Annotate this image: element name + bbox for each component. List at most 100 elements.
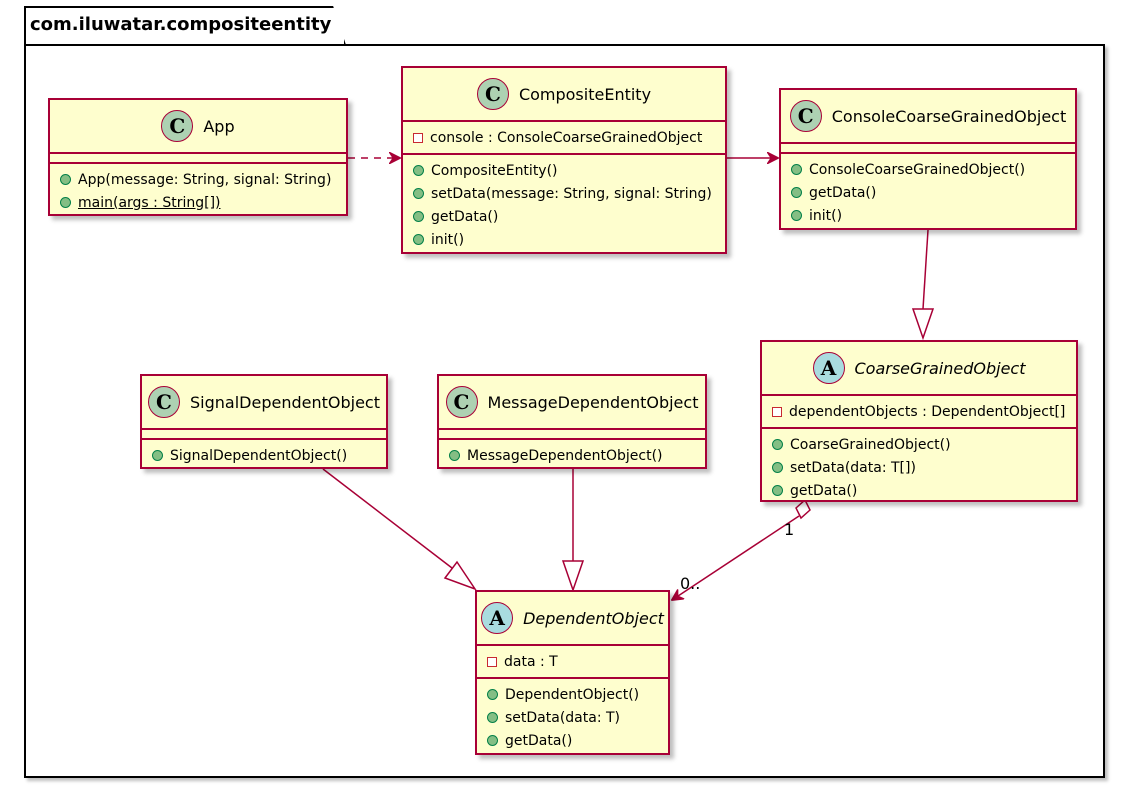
class-header: C CompositeEntity — [403, 68, 725, 122]
class-icon: C — [148, 386, 180, 418]
method-row: SignalDependentObject() — [142, 444, 386, 467]
private-visibility-icon — [772, 406, 782, 417]
multiplicity-source: 1 — [784, 520, 795, 539]
method-text: getData() — [809, 184, 877, 201]
class-dependentobject[interactable]: A DependentObject data : T DependentObject(… — [475, 590, 670, 755]
generalization-edge-signal-dependent — [322, 468, 453, 569]
public-visibility-icon — [60, 197, 71, 208]
generalization-edge-console-coarse — [922, 229, 929, 310]
method-row: getData() — [403, 205, 725, 228]
class-header: A CoarseGrainedObject — [762, 342, 1076, 396]
class-coarsegrainedobject[interactable]: A CoarseGrainedObject dependentObjects : D… — [760, 340, 1078, 502]
public-visibility-icon — [487, 689, 498, 700]
method-row: ConsoleCoarseGrainedObject() — [781, 158, 1075, 181]
public-visibility-icon — [772, 485, 783, 496]
methods-section: CompositeEntity() setData(message: String… — [403, 155, 725, 255]
method-text: setData(data: T[]) — [790, 459, 916, 476]
class-name: App — [203, 116, 235, 136]
method-text: CoarseGrainedObject() — [790, 436, 951, 453]
public-visibility-icon — [60, 174, 71, 185]
method-text: setData(data: T) — [505, 709, 621, 726]
public-visibility-icon — [152, 450, 163, 461]
method-text: getData() — [505, 732, 573, 749]
public-visibility-icon — [791, 210, 802, 221]
package-frame — [24, 44, 1105, 778]
class-compositeentity[interactable]: C CompositeEntity console : ConsoleCoarseG… — [401, 66, 727, 254]
class-name: CompositeEntity — [518, 84, 652, 104]
method-row: setData(data: T) — [477, 706, 668, 729]
class-icon: C — [445, 386, 478, 418]
fields-section — [781, 144, 1075, 154]
method-row: getData() — [781, 181, 1075, 204]
class-name: CoarseGrainedObject — [854, 358, 1026, 378]
public-visibility-icon — [413, 188, 424, 199]
fields-section: dependentObjects : DependentObject[] — [762, 396, 1076, 429]
field-row: console : ConsoleCoarseGrainedObject — [403, 126, 725, 149]
methods-section: MessageDependentObject() — [439, 440, 705, 471]
method-text: getData() — [431, 208, 499, 225]
method-row: setData(data: T[]) — [762, 456, 1076, 479]
class-icon: C — [161, 110, 194, 142]
methods-section: DependentObject() setData(data: T) getData… — [477, 679, 668, 756]
aggregation-diamond — [795, 498, 811, 520]
method-text: ConsoleCoarseGrainedObject() — [809, 161, 1026, 178]
private-visibility-icon — [413, 132, 423, 143]
method-row: init() — [781, 204, 1075, 227]
generalization-arrowhead-signal — [443, 560, 477, 591]
method-text: MessageDependentObject() — [467, 447, 663, 464]
fields-section: data : T — [477, 646, 668, 679]
method-row: getData() — [477, 729, 668, 752]
class-header: C MessageDependentObject — [439, 376, 705, 430]
field-text: dependentObjects : DependentObject[] — [789, 403, 1066, 420]
field-row: data : T — [477, 650, 668, 673]
public-visibility-icon — [791, 187, 802, 198]
fields-section — [142, 430, 386, 440]
method-row: MessageDependentObject() — [439, 444, 705, 467]
public-visibility-icon — [487, 735, 498, 746]
private-visibility-icon — [487, 656, 497, 667]
generalization-arrowhead-coarse — [911, 308, 935, 341]
method-text: App(message: String, signal: String) — [78, 171, 332, 188]
method-text: DependentObject() — [505, 686, 640, 703]
method-row: CompositeEntity() — [403, 159, 725, 182]
method-row: DependentObject() — [477, 683, 668, 706]
package-tab — [24, 6, 346, 45]
public-visibility-icon — [791, 164, 802, 175]
fields-section — [50, 154, 346, 164]
abstract-class-icon: A — [812, 352, 845, 384]
public-visibility-icon — [413, 211, 424, 222]
methods-section: ConsoleCoarseGrainedObject() getData() ini… — [781, 154, 1075, 231]
public-visibility-icon — [413, 234, 424, 245]
class-name: MessageDependentObject — [487, 392, 699, 412]
fields-section — [439, 430, 705, 440]
method-text: init() — [809, 207, 843, 224]
generalization-arrowhead-message — [561, 560, 585, 593]
field-text: console : ConsoleCoarseGrainedObject — [430, 129, 703, 146]
public-visibility-icon — [772, 439, 783, 450]
abstract-class-icon: A — [481, 602, 514, 634]
aggregation-edge-coarse-dependent — [672, 515, 800, 600]
method-row: CoarseGrainedObject() — [762, 433, 1076, 456]
class-icon: C — [476, 78, 509, 110]
method-text: SignalDependentObject() — [170, 447, 348, 464]
method-text: setData(message: String, signal: String) — [431, 185, 712, 202]
method-row: init() — [403, 228, 725, 251]
method-row: setData(message: String, signal: String) — [403, 182, 725, 205]
public-visibility-icon — [449, 450, 460, 461]
method-text: main(args : String[]) — [78, 194, 221, 211]
method-text: init() — [431, 231, 465, 248]
package-title: com.iluwatar.compositeentity — [30, 14, 332, 35]
methods-section: SignalDependentObject() — [142, 440, 386, 471]
multiplicity-target: 0.. — [680, 574, 701, 593]
public-visibility-icon — [772, 462, 783, 473]
method-text: CompositeEntity() — [431, 162, 558, 179]
method-row: getData() — [762, 479, 1076, 502]
field-text: data : T — [504, 653, 558, 670]
class-name: DependentObject — [523, 608, 664, 628]
